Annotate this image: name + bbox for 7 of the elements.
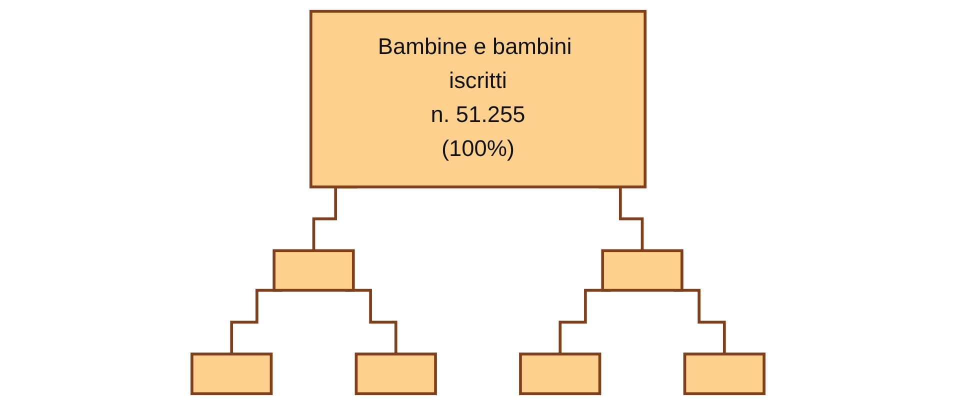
node-box: Bambine e bambini iscritti n. 51.255 (100%) (309, 10, 647, 188)
node-box (519, 352, 602, 396)
node-box (272, 249, 355, 292)
node-box (683, 352, 766, 396)
node-box (601, 249, 684, 292)
node-box (354, 352, 437, 396)
node-box (190, 352, 273, 396)
